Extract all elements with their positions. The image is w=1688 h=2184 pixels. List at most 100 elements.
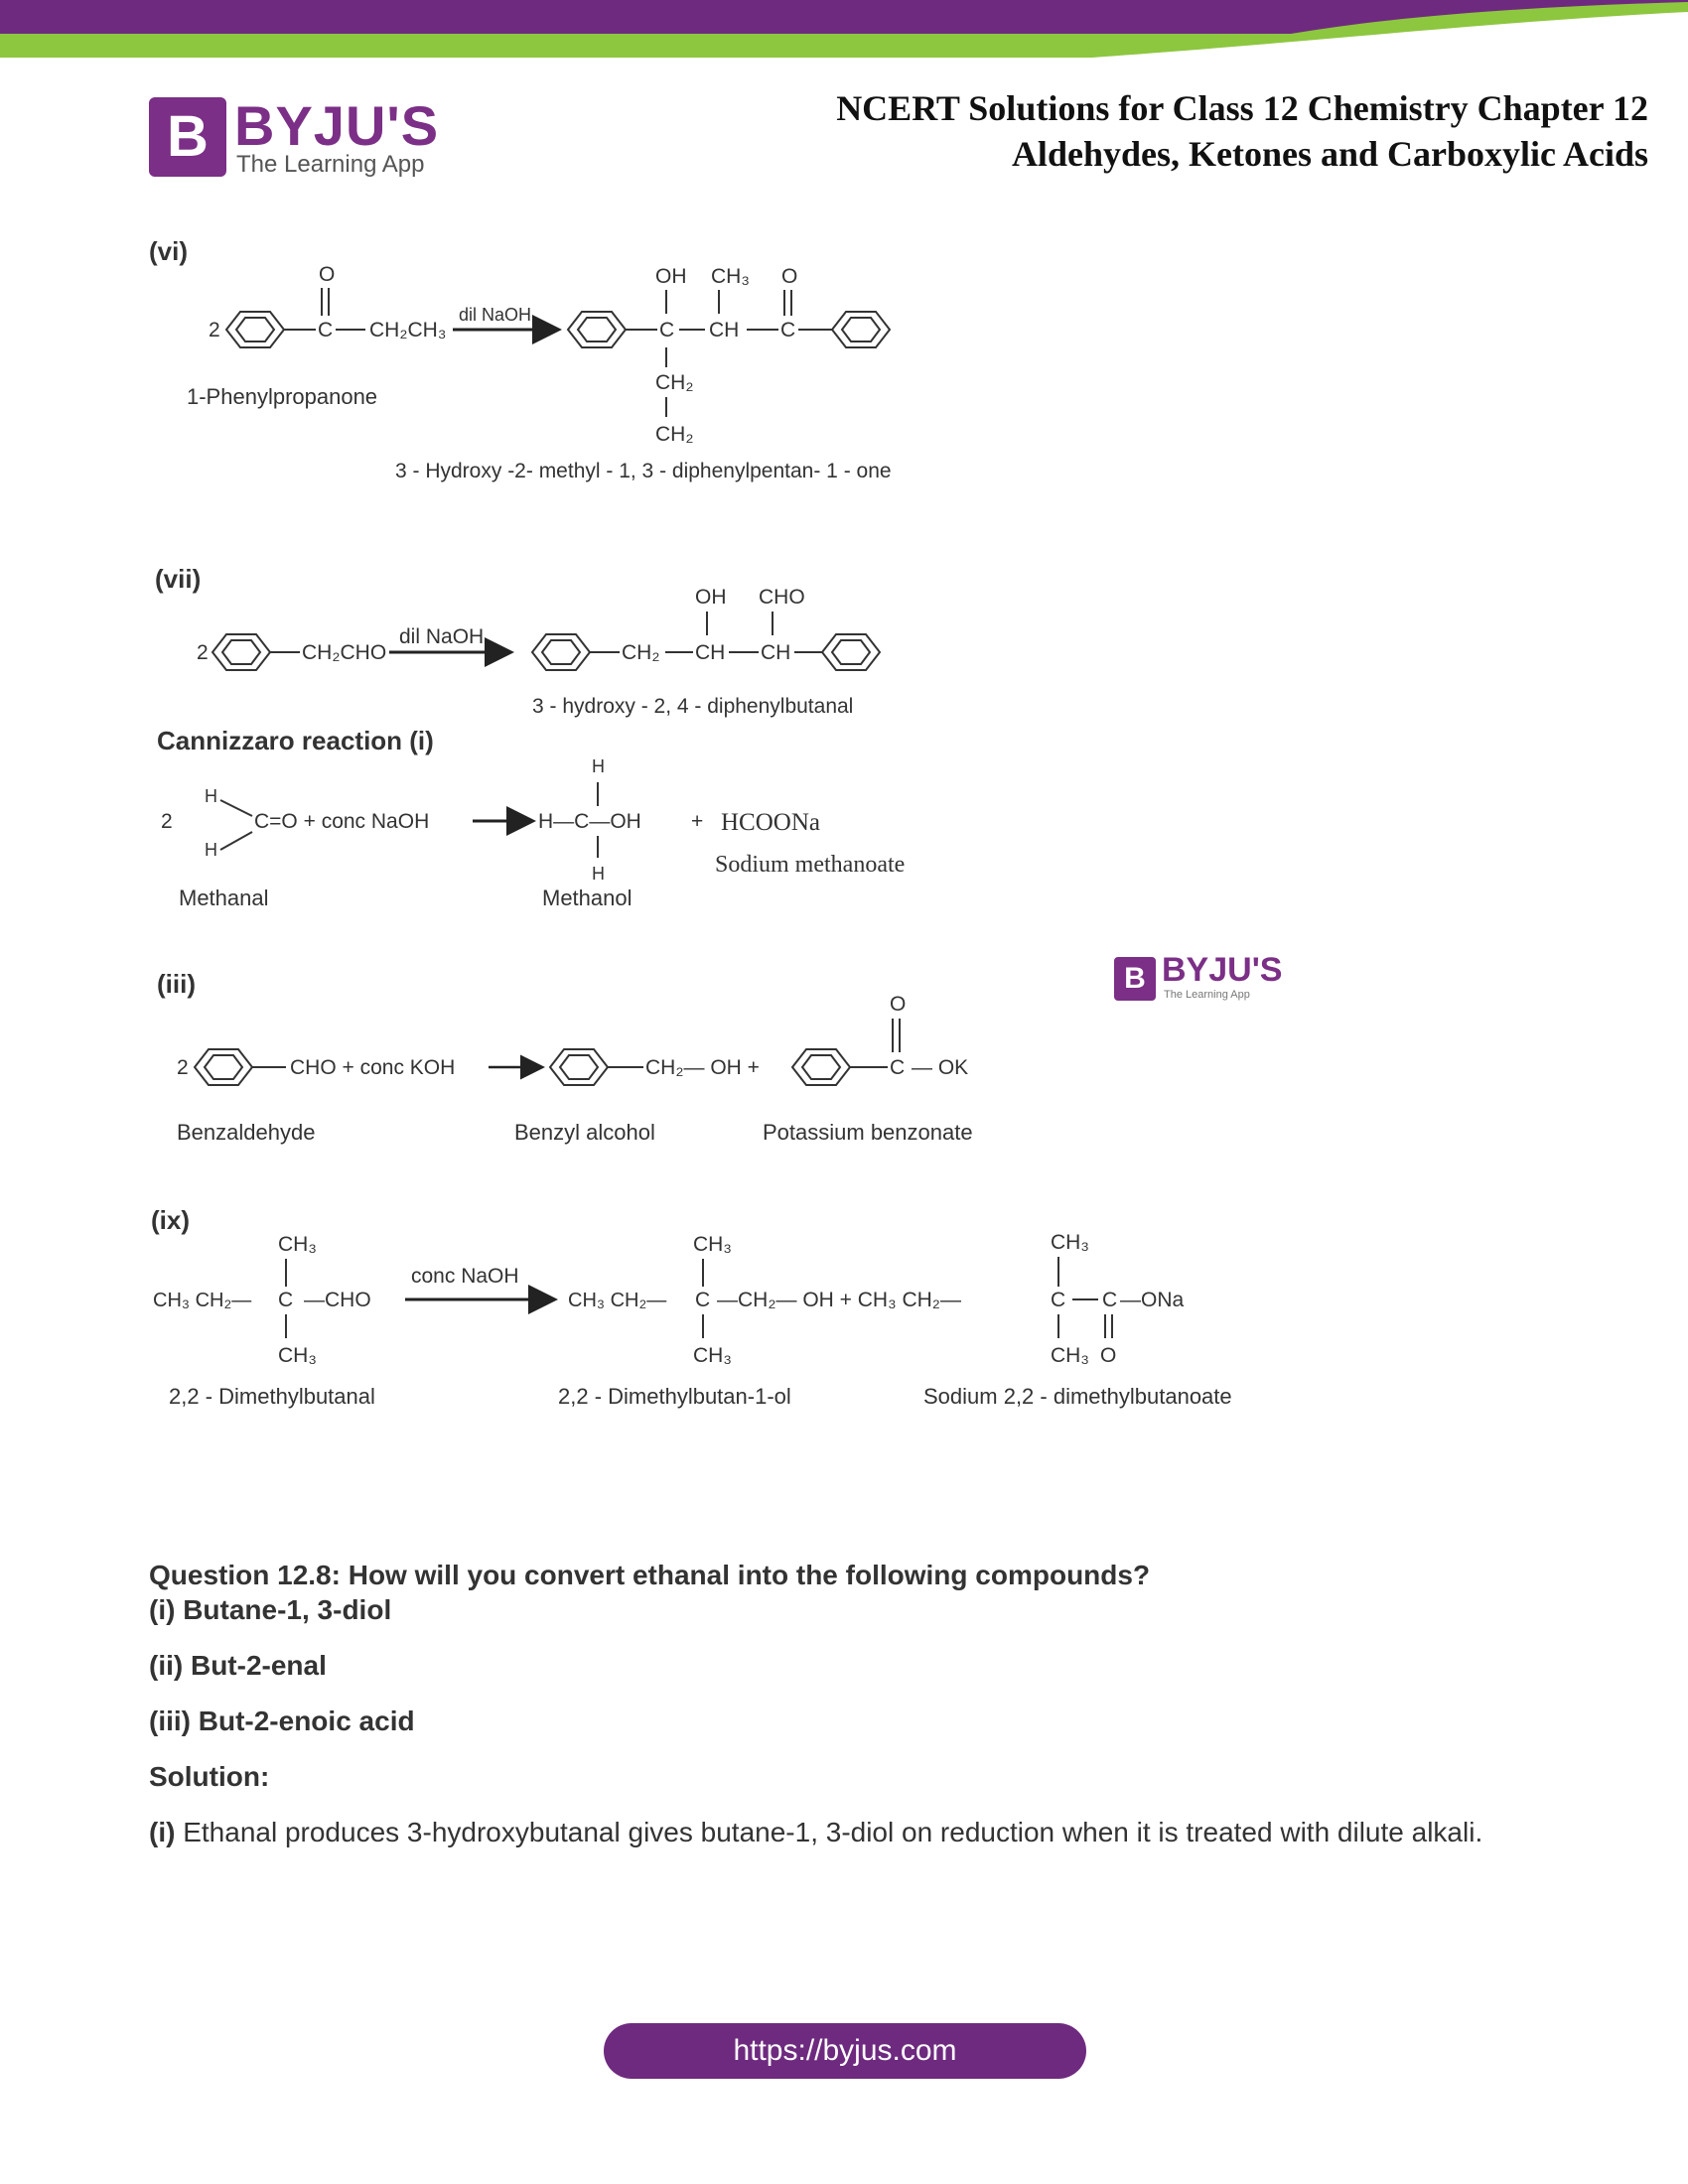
reaction-ix-ch3-bottom1: CH₃ xyxy=(278,1344,317,1367)
reaction-vi-ch2: CH₂ xyxy=(655,371,693,394)
reaction-ix-o: O xyxy=(1100,1344,1116,1367)
benzene-ring-icon xyxy=(830,311,892,348)
reaction-vi-o2: O xyxy=(781,265,797,288)
reaction-vii-product-name: 3 - hydroxy - 2, 4 - diphenylbutanal xyxy=(532,695,853,718)
reaction-ix-c3: C xyxy=(1051,1289,1065,1311)
page-title: NCERT Solutions for Class 12 Chemistry C… xyxy=(836,85,1648,177)
reaction-ix-p2-right: —ONa xyxy=(1120,1289,1185,1311)
reaction-iii-c: C xyxy=(890,1056,905,1079)
benzene-ring-icon xyxy=(193,1048,254,1086)
reaction-ix-name2: 2,2 - Dimethylbutan-1-ol xyxy=(558,1384,791,1409)
reaction-iii-o: O xyxy=(890,993,906,1016)
answer-text: Ethanal produces 3-hydroxybutanal gives … xyxy=(183,1817,1483,1847)
byjus-logo[interactable]: B BYJU'S The Learning App xyxy=(149,94,447,183)
reaction-vii: (vii) 2 CH₂CHO dil NaOH CH₂ CH OH CH CHO… xyxy=(155,564,882,718)
question-item-3: (iii) But-2-enoic acid xyxy=(149,1706,415,1736)
question-title: Question 12.8: How will you convert etha… xyxy=(149,1560,1151,1590)
reaction-vii-ch2nd: CH xyxy=(761,641,790,664)
reaction-iii-product1: CH₂— OH + xyxy=(645,1056,760,1079)
reaction-vi-oh: OH xyxy=(655,265,687,288)
answer-paragraph: (i) Ethanal produces 3-hydroxybutanal gi… xyxy=(149,1816,1539,1849)
top-banner xyxy=(0,0,1688,58)
reaction-ix-p1-left: CH₃ CH₂— xyxy=(568,1290,666,1311)
reaction-vi-c3: C xyxy=(780,319,795,341)
benzene-ring-icon xyxy=(224,311,286,348)
cannizzaro-product-h-top: H xyxy=(592,756,605,776)
reaction-vi-reactant-name: 1-Phenylpropanone xyxy=(187,384,377,409)
reaction-ix-ch3-top1: CH₃ xyxy=(278,1233,317,1256)
reaction-vi-ch3: CH₃ xyxy=(711,265,750,288)
reaction-vi-coef: 2 xyxy=(209,319,220,341)
watermark-name: BYJU'S xyxy=(1162,951,1283,989)
reaction-ix-c4: C xyxy=(1102,1289,1117,1311)
reaction-vii-oh: OH xyxy=(695,586,727,609)
reaction-ix: (ix) CH₃ CH₂— C CH₃ CH₃ —CHO conc NaOH C… xyxy=(151,1205,1232,1409)
benzene-ring-icon xyxy=(790,1048,852,1086)
reaction-vi-reagent: dil NaOH xyxy=(459,305,531,325)
cannizzaro-byproduct: HCOONa xyxy=(721,809,820,836)
watermark-mark: B xyxy=(1114,957,1156,1001)
benzene-ring-icon xyxy=(566,311,628,348)
reaction-vi-o1: O xyxy=(319,263,335,286)
reaction-vi: (vi) 2 C O CH₂CH₃ dil NaOH C OH CH₂ CH₂ … xyxy=(149,236,892,482)
reaction-vii-label: (vii) xyxy=(155,564,201,594)
reaction-ix-p1-right: —CH₂— OH + CH₃ CH₂— xyxy=(717,1289,961,1311)
answer-prefix: (i) xyxy=(149,1817,176,1847)
reaction-vi-label: (vi) xyxy=(149,236,188,266)
cannizzaro-h-top: H xyxy=(205,786,217,806)
reaction-ix-reagent: conc NaOH xyxy=(411,1265,519,1288)
reaction-ix-label: (ix) xyxy=(151,1205,190,1235)
question-item-1: (i) Butane-1, 3-diol xyxy=(149,1594,392,1625)
benzene-ring-icon xyxy=(530,633,592,671)
reaction-ix-c1: C xyxy=(278,1289,293,1311)
cannizzaro-byproduct-name: Sodium methanoate xyxy=(715,852,905,878)
question-item-2: (ii) But-2-enal xyxy=(149,1650,327,1681)
reaction-ix-cho: —CHO xyxy=(304,1289,371,1311)
reaction-vii-cho: CHO xyxy=(759,586,805,609)
reaction-vi-ch2b: CH₂ xyxy=(655,423,693,446)
reaction-iii-label: (iii) xyxy=(157,969,196,999)
footer-url-link[interactable]: https://byjus.com xyxy=(604,2023,1086,2079)
logo-name: BYJU'S xyxy=(234,94,440,157)
reaction-iii: (iii) 2 CHO + conc KOH CH₂— OH + C O — O… xyxy=(157,969,973,1145)
cannizzaro-product: H—C—OH xyxy=(538,810,641,833)
cannizzaro-heading: Cannizzaro reaction (i) xyxy=(157,726,434,755)
cannizzaro-reactant: C=O + conc NaOH xyxy=(254,810,429,833)
solution-label: Solution: xyxy=(149,1761,270,1792)
watermark-tagline: The Learning App xyxy=(1164,989,1250,1001)
title-line-1: NCERT Solutions for Class 12 Chemistry C… xyxy=(836,88,1648,128)
reaction-cannizzaro: Cannizzaro reaction (i) 2 H H C=O + conc… xyxy=(157,726,905,910)
reaction-iii-coef: 2 xyxy=(177,1056,189,1079)
reaction-iii-ok: — OK xyxy=(912,1056,968,1079)
reaction-ix-name3: Sodium 2,2 - dimethylbutanoate xyxy=(923,1384,1232,1409)
reaction-vii-coef: 2 xyxy=(197,641,209,664)
reaction-ix-name1: 2,2 - Dimethylbutanal xyxy=(169,1384,375,1409)
reaction-vi-product-name: 3 - Hydroxy -2- methyl - 1, 3 - diphenyl… xyxy=(395,460,892,482)
reaction-ix-c2: C xyxy=(695,1289,710,1311)
title-line-2: Aldehydes, Ketones and Carboxylic Acids xyxy=(1011,134,1648,174)
reaction-iii-reactant: CHO + conc KOH xyxy=(290,1056,455,1079)
reaction-ix-ch3-bottom2: CH₃ xyxy=(693,1344,732,1367)
reaction-iii-name3: Potassium benzonate xyxy=(763,1120,973,1145)
byjus-watermark: B BYJU'S The Learning App xyxy=(1114,951,1288,1003)
benzene-ring-icon xyxy=(820,633,882,671)
reaction-iii-name1: Benzaldehyde xyxy=(177,1120,315,1145)
benzene-ring-icon xyxy=(548,1048,610,1086)
reaction-vii-ch1: CH xyxy=(695,641,725,664)
reaction-ix-ch3-bottom3: CH₃ xyxy=(1051,1344,1089,1367)
reaction-vi-ethyl: CH₂CH₃ xyxy=(369,319,446,341)
logo-mark: B xyxy=(149,97,226,177)
reaction-ix-ch3-top3: CH₃ xyxy=(1051,1231,1089,1254)
cannizzaro-reactant-name: Methanal xyxy=(179,886,269,910)
reaction-iii-name2: Benzyl alcohol xyxy=(514,1120,655,1145)
reaction-vi-c1: C xyxy=(318,319,333,341)
cannizzaro-coef: 2 xyxy=(161,810,173,833)
reaction-vii-reagent: dil NaOH xyxy=(399,625,484,648)
benzene-ring-icon xyxy=(211,633,272,671)
reaction-ix-ch3-top2: CH₃ xyxy=(693,1233,732,1256)
cannizzaro-product-name: Methanol xyxy=(542,886,633,910)
logo-tagline: The Learning App xyxy=(236,151,425,178)
cannizzaro-product-h-bottom: H xyxy=(592,864,605,884)
reaction-vi-c2: C xyxy=(659,319,674,341)
reaction-vi-ch: CH xyxy=(709,319,739,341)
